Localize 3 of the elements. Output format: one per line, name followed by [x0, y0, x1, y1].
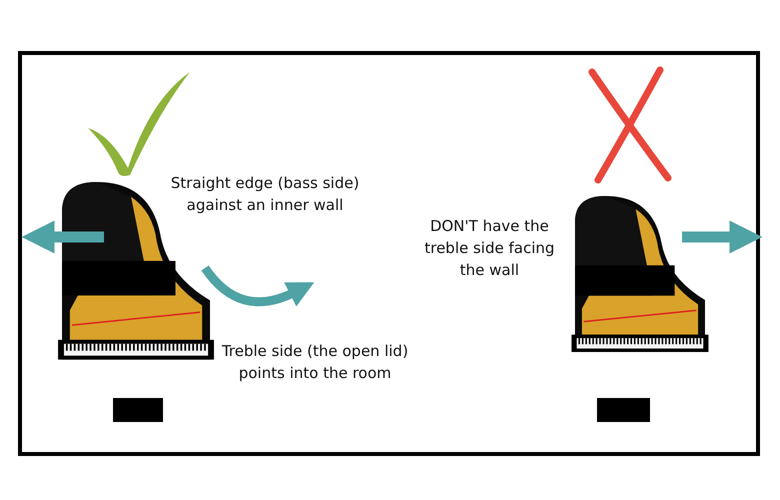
- instruction-text: Treble side (the open lid) points into the room: [220, 341, 410, 384]
- instruction-text: DON'T have the treble side facing the wall: [423, 216, 556, 281]
- instruction-text: Straight edge (bass side) against an inner wall: [170, 173, 360, 216]
